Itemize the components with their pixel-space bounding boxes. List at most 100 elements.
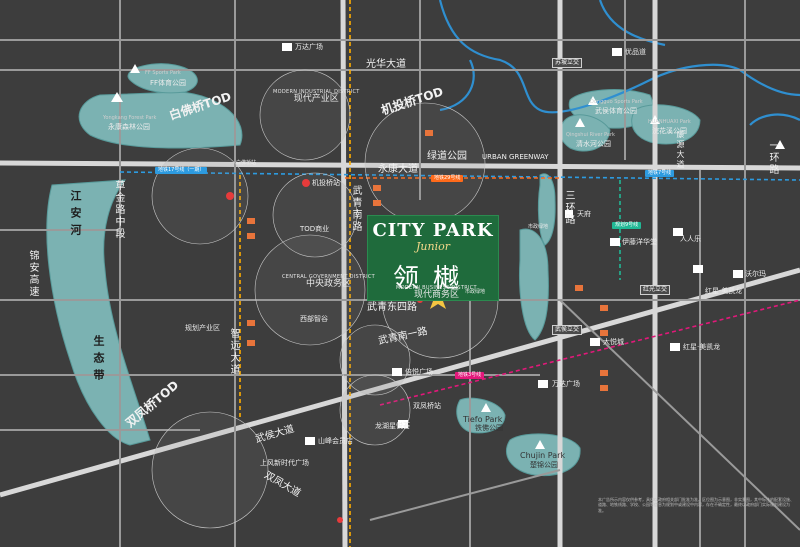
park-ff-en: FF Sports Park <box>145 70 181 76</box>
park-ff-cn: FF体育公园 <box>150 79 187 87</box>
poi-municipal2: 市政绿地 <box>465 289 486 295</box>
school-marker <box>373 185 381 191</box>
park-huanhuaxi-cn: 浣花溪公园 <box>652 127 687 135</box>
poi-markers <box>111 43 785 523</box>
mall-marker <box>305 437 315 445</box>
metro-29: 地铁29号线 <box>431 175 464 182</box>
poi-municipal1: 市政绿地 <box>528 224 549 230</box>
district-central-en: CENTRAL GOVERNMENT DISTRICT <box>282 274 376 280</box>
poi-westwisdom: 西部智谷 <box>300 315 328 323</box>
district-central: CENTRAL GOVERNMENT DISTRICT 中央政务区 <box>282 275 375 289</box>
disclaimer-note: 本广告所示内容仅供参考，具体以政府相关部门批准为准。区位图为示意图，非实景图，其… <box>598 497 794 513</box>
school-marker <box>575 285 583 291</box>
mall-marker <box>693 265 703 273</box>
district-business-en: MODERN BUSINESS DISTRICT <box>396 285 477 291</box>
badge-hongguang: 红光立交 <box>640 285 671 296</box>
mall-marker <box>392 368 402 376</box>
park-qingshui-cn: 清水河公园 <box>576 140 611 148</box>
school-marker <box>600 330 608 336</box>
mall-marker <box>398 420 408 428</box>
road-wuqingnan: 武青南路 <box>350 185 361 233</box>
park-dongguo-cn: 武侯体育公园 <box>595 107 637 115</box>
mall-marker <box>733 270 743 278</box>
mall-marker <box>673 228 683 236</box>
poi-yilu: 伊藤洋华堂 <box>622 238 657 246</box>
hospital-marker <box>302 179 310 187</box>
hospital-marker <box>337 517 343 523</box>
river-jiangan: 江安河 <box>69 190 82 241</box>
road-kangyuan: 康源大道 <box>676 130 685 170</box>
poi-hongxing2: 红星·美凯龙 <box>683 343 721 351</box>
station-shuangfeng: 双凤桥站 <box>413 402 441 410</box>
school-marker <box>600 385 608 391</box>
school-marker <box>600 370 608 376</box>
park-huanhuaxi-en: HUANHUAXI Park <box>648 119 691 125</box>
road-sanhuan: 三环路 <box>563 190 574 226</box>
road-urban-greenway: URBAN GREENWAY <box>482 153 549 161</box>
mall-marker <box>612 48 622 56</box>
poi-tianfu: 天府 <box>577 210 591 218</box>
road-wuqingdong: 武青东四路 <box>367 302 417 313</box>
road-zhiyuan: 智远大道 <box>228 328 239 376</box>
poi-renren: 人人乐 <box>680 235 701 243</box>
municipal-green-north <box>537 173 556 246</box>
park-tiefo-cn: 铁佛公园 <box>475 424 503 432</box>
district-business: MODERN BUSINESS DISTRICT 现代商务区 <box>396 286 477 300</box>
school-marker <box>373 200 381 206</box>
metro-9: 规划9号线 <box>612 222 642 229</box>
huanhuaxi-park <box>631 104 701 145</box>
poi-planned: 规划产业区 <box>185 324 220 332</box>
poi-yupin: 优品道 <box>625 48 646 56</box>
district-modern: MODERN INDUSTRIAL DISTRICT 现代产业区 <box>273 90 360 104</box>
metro-3: 地铁3号线 <box>455 372 485 379</box>
river-shengtai: 生态带 <box>92 335 105 386</box>
station-baifo: 白佛桥站 <box>236 160 257 166</box>
station-longjiang: 龙湖星悦荟 <box>375 422 410 430</box>
school-marker <box>247 340 255 346</box>
metro-7: 地铁7号线 <box>645 170 675 177</box>
park-chujin-en: Chujin Park <box>520 451 566 460</box>
badge-supo: 苏坡立交 <box>552 58 583 69</box>
mall-marker <box>565 210 573 218</box>
station-jitou: 机投桥站 <box>312 179 340 187</box>
school-marker <box>247 233 255 239</box>
road-caojin: 草金路中段 <box>113 180 124 240</box>
municipal-green-east <box>519 228 549 341</box>
mall-marker <box>538 380 548 388</box>
poi-shangpin: 上风新时代广场 <box>260 459 309 467</box>
mall-marker <box>282 43 292 51</box>
road-yongkang: 永康大道 <box>378 164 418 175</box>
metro-lines <box>119 0 800 547</box>
road-jinan: 锦安高速 <box>27 250 38 298</box>
poi-tod-biz: TOD商业 <box>300 225 330 233</box>
park-chujin-cn: 楚锦公园 <box>530 461 558 469</box>
poi-shanshi: 山峰会员店 <box>318 437 353 445</box>
school-marker <box>247 320 255 326</box>
brand-subtitle: Junior <box>416 240 450 253</box>
tree-icons <box>111 64 785 449</box>
mall-marker <box>590 338 600 346</box>
brand-title-cn: 领樾 <box>392 264 473 294</box>
school-marker <box>600 305 608 311</box>
jiangan-river-belt <box>46 179 151 446</box>
project-brand-panel: CITY PARK Junior 领樾 <box>367 215 499 301</box>
mall-marker <box>610 238 620 246</box>
poi-wanda2: 万达广场 <box>552 380 580 388</box>
badge-wuhou: 武侯立交 <box>552 325 583 336</box>
road-lvdao: 绿道公园 <box>427 151 467 162</box>
park-yongkang-cn: 永康森林公园 <box>108 123 150 131</box>
road-yihuan: 一环路 <box>767 140 778 176</box>
district-central-cn: 中央政务区 <box>306 279 352 289</box>
road-guangfeng: 光华大道 <box>366 59 406 70</box>
school-marker <box>247 218 255 224</box>
district-business-cn: 现代商务区 <box>413 290 459 300</box>
poi-woerma: 沃尔玛 <box>745 270 766 278</box>
district-modern-cn: 现代产业区 <box>293 94 339 104</box>
tiefo-park <box>456 397 506 434</box>
school-marker <box>425 130 433 136</box>
poi-wanda1: 万达广场 <box>295 43 323 51</box>
district-modern-en: MODERN INDUSTRIAL DISTRICT <box>273 89 360 95</box>
mall-marker <box>670 343 680 351</box>
poi-hongxing: 红星·美凯龙 <box>705 287 743 295</box>
